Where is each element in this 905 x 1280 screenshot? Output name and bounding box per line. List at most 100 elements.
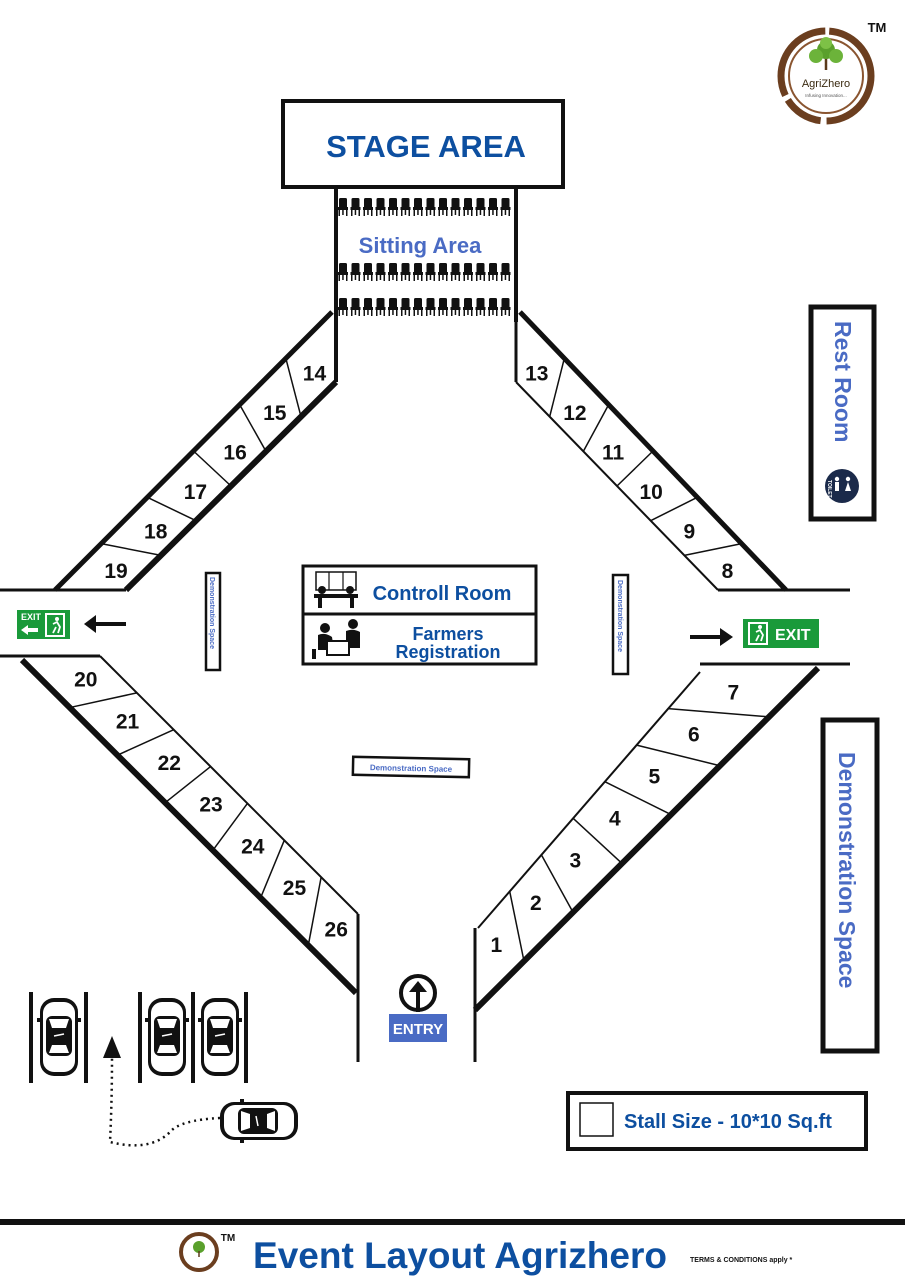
stall-number: 7 <box>728 681 740 704</box>
chair-icon <box>425 198 436 216</box>
control-room-label: Controll Room <box>373 583 512 605</box>
stall-number: 3 <box>570 850 582 873</box>
stall-number: 15 <box>263 402 287 425</box>
stall-divider <box>117 729 175 756</box>
chair-icon <box>363 198 373 216</box>
stall-divider <box>572 817 623 864</box>
chair-icon <box>425 298 436 316</box>
chair-icon <box>338 198 348 216</box>
stall-number: 13 <box>525 362 548 385</box>
stall-swatch <box>579 1102 614 1137</box>
arrow-up-icon <box>103 1036 121 1058</box>
car-icon <box>143 996 191 1078</box>
chair-icon <box>400 198 411 216</box>
stall-divider <box>604 781 672 816</box>
chair-icon <box>463 298 473 316</box>
farmers-registration-line2: Registration <box>395 642 500 662</box>
stall-divider <box>285 358 302 417</box>
stall-number: 9 <box>683 521 695 544</box>
chair-icon <box>413 198 423 216</box>
stall-divider <box>239 404 267 452</box>
chair-row <box>338 263 511 281</box>
arrow-right-icon <box>720 628 733 646</box>
terms-label: TERMS & CONDITIONS apply * <box>690 1257 793 1264</box>
stall-number: 14 <box>303 362 327 385</box>
chair-row <box>338 298 511 316</box>
agrizhero-logo: AgriZhero Infusing Innovation... TM <box>777 20 887 125</box>
parking-area <box>29 992 300 1147</box>
stall-divider <box>212 802 249 851</box>
stall-divider <box>616 450 654 487</box>
exit-right-arrow <box>690 628 733 646</box>
rest-room: Rest Room TOILET <box>808 304 877 522</box>
stall-number: 24 <box>241 835 265 858</box>
control-room-icon <box>314 571 358 608</box>
chair-icon <box>350 298 361 316</box>
stage-label: STAGE AREA <box>326 129 526 164</box>
logo-tagline: Infusing Innovation... <box>805 93 847 98</box>
stalls: 1415161718191312111098202122232425267654… <box>69 358 770 962</box>
chair-icon <box>400 263 411 281</box>
stall-divider <box>164 765 212 804</box>
stall-divider <box>101 542 162 557</box>
stall-number: 5 <box>649 765 661 788</box>
arrow-left-icon <box>21 625 38 635</box>
stall-divider <box>508 891 525 962</box>
stall-divider <box>548 358 566 417</box>
chair-icon <box>363 263 373 281</box>
sitting-area-label: Sitting Area <box>359 233 482 258</box>
demonstration-space-label: Demonstration Space <box>370 763 453 774</box>
parking-path <box>108 1057 221 1147</box>
chair-icon <box>388 263 398 281</box>
footer: TM Event Layout Agrizhero TERMS & CONDIT… <box>0 1219 905 1276</box>
stall-number: 11 <box>602 442 625 465</box>
chair-icon <box>425 263 436 281</box>
footer-tm: TM <box>221 1233 235 1244</box>
demonstration-space-large: Demonstration Space <box>820 717 880 1054</box>
chair-icon <box>475 198 486 216</box>
stall-divider <box>684 542 742 557</box>
logo-tm: TM <box>868 20 887 35</box>
control-room-block: Controll Room Farmers Registration <box>301 564 538 666</box>
stall-number: 2 <box>530 892 542 915</box>
stall-number: 18 <box>144 521 168 544</box>
entry: ENTRY <box>389 974 447 1042</box>
chair-icon <box>363 298 373 316</box>
stall-number: 6 <box>688 723 700 746</box>
chair-icon <box>375 263 386 281</box>
chair-icon <box>488 298 498 316</box>
farmers-registration-line1: Farmers <box>412 624 483 644</box>
chair-icon <box>438 263 448 281</box>
rest-room-label: Rest Room <box>830 321 856 442</box>
chair-icon <box>388 298 398 316</box>
chair-icon <box>463 263 473 281</box>
demonstration-space-left: Demonstration Space <box>204 571 222 672</box>
demonstration-space-label: Demonstration Space <box>616 580 623 652</box>
chair-icon <box>375 198 386 216</box>
stall-number: 20 <box>74 669 97 692</box>
chair-icon <box>413 263 423 281</box>
stall-divider <box>307 877 322 946</box>
exit-left-label: EXIT <box>21 612 42 622</box>
stall-walls <box>0 310 850 1062</box>
stall-number: 17 <box>184 481 207 504</box>
stall-number: 21 <box>116 710 140 733</box>
stall-number: 22 <box>158 752 181 775</box>
stall-divider <box>69 692 138 709</box>
demonstration-space-center: Demonstration Space <box>351 755 471 779</box>
chair-icon <box>475 298 486 316</box>
stall-divider <box>650 496 698 522</box>
stall-divider <box>668 707 770 718</box>
chair-icon <box>400 298 411 316</box>
demonstration-space-right: Demonstration Space <box>611 573 630 676</box>
car-icon <box>196 996 244 1078</box>
toilet-badge: TOILET <box>826 480 832 498</box>
chair-row <box>338 198 511 216</box>
stall-divider <box>540 854 574 913</box>
stall-divider <box>147 496 197 522</box>
chair-icon <box>350 198 361 216</box>
stall-divider <box>259 840 285 899</box>
footer-logo <box>179 1232 219 1272</box>
stall-divider <box>582 404 610 452</box>
